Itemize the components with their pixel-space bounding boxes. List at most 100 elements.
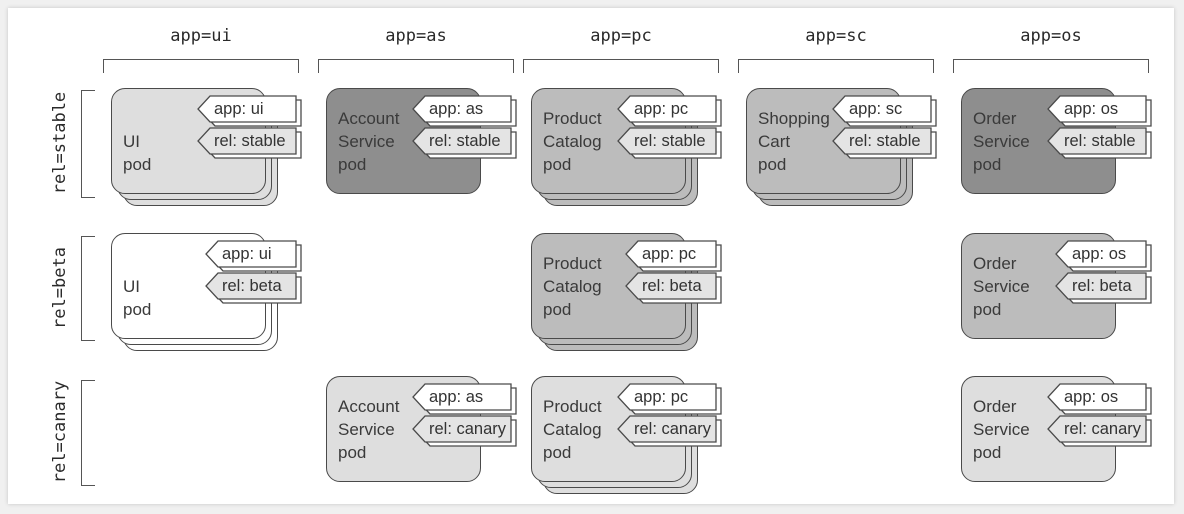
pod-name-line: UI pod <box>123 277 152 319</box>
tag-text: rel: stable <box>429 132 501 150</box>
tag-text: rel: stable <box>1064 132 1136 150</box>
rel-label-tag: rel: beta <box>1055 272 1152 304</box>
column-label-as: app=as <box>385 26 447 46</box>
row-label-beta: rel=beta <box>50 246 70 329</box>
pod-name-line: Account <box>338 396 400 416</box>
tag-text: rel: stable <box>849 132 921 150</box>
pod-name-line: pod <box>338 442 367 462</box>
tag-text: app: ui <box>222 245 272 263</box>
row-bracket-stable <box>81 90 95 198</box>
column-label-os: app=os <box>1020 26 1082 46</box>
pod-name-line: Account <box>338 108 400 128</box>
pod-name-line: Order <box>973 253 1017 273</box>
tag-text: rel: stable <box>634 132 706 150</box>
pod-name-line: Product <box>543 396 602 416</box>
tag-text: rel: canary <box>634 420 712 438</box>
pod-name-line: Catalog <box>543 131 602 151</box>
pod-name: UI pod <box>123 275 151 321</box>
tag-text: rel: stable <box>214 132 286 150</box>
pod-name-line: Shopping <box>758 108 830 128</box>
pod-name-line: pod <box>758 154 787 174</box>
app-label-tag: app: os <box>1047 383 1152 415</box>
app-label-tag: app: os <box>1055 240 1152 272</box>
rel-label-tag: rel: stable <box>617 127 722 159</box>
column-bracket-ui <box>103 59 299 73</box>
pod-name-line: Order <box>973 108 1017 128</box>
pod-name-line: Catalog <box>543 276 602 296</box>
rel-label-tag: rel: beta <box>205 272 302 304</box>
pod-name-line: Product <box>543 108 602 128</box>
tag-text: app: os <box>1064 388 1119 406</box>
pod-name-line: pod <box>543 299 572 319</box>
rel-label-tag: rel: stable <box>197 127 302 159</box>
pod-name-line: Service <box>973 131 1030 151</box>
app-label-tag: app: ui <box>197 95 302 127</box>
pod-name-line: Catalog <box>543 419 602 439</box>
tag-text: app: as <box>429 388 484 406</box>
tag-text: rel: beta <box>642 277 702 295</box>
app-label-tag: app: pc <box>625 240 722 272</box>
column-label-ui: app=ui <box>170 26 232 46</box>
pod-name-line: pod <box>338 154 367 174</box>
column-bracket-as <box>318 59 514 73</box>
column-bracket-pc <box>523 59 719 73</box>
rel-label-tag: rel: stable <box>1047 127 1152 159</box>
row-label-stable: rel=stable <box>50 91 70 195</box>
tag-text: rel: canary <box>1064 420 1142 438</box>
pod-name-line: Cart <box>758 131 791 151</box>
tag-text: app: pc <box>634 388 689 406</box>
pod-name: UI pod <box>123 130 151 176</box>
pod-name-line: Service <box>973 276 1030 296</box>
pod-name-line: Service <box>338 131 395 151</box>
tag-text: rel: canary <box>429 420 507 438</box>
tag-text: app: as <box>429 100 484 118</box>
pod-name-line: Product <box>543 253 602 273</box>
column-bracket-sc <box>738 59 934 73</box>
app-label-tag: app: pc <box>617 383 722 415</box>
pod-name-line: pod <box>973 442 1002 462</box>
pod-name-line: UI pod <box>123 132 152 174</box>
rel-label-tag: rel: canary <box>412 415 517 447</box>
app-label-tag: app: ui <box>205 240 302 272</box>
pod-name-line: pod <box>973 299 1002 319</box>
column-label-pc: app=pc <box>590 26 652 46</box>
tag-text: app: pc <box>634 100 689 118</box>
tag-text: app: os <box>1064 100 1119 118</box>
app-label-tag: app: as <box>412 383 517 415</box>
column-label-sc: app=sc <box>805 26 867 46</box>
row-bracket-beta <box>81 236 95 341</box>
rel-label-tag: rel: stable <box>832 127 937 159</box>
tag-text: app: sc <box>849 100 903 118</box>
rel-label-tag: rel: canary <box>617 415 722 447</box>
tag-text: app: pc <box>642 245 697 263</box>
tag-text: rel: beta <box>222 277 282 295</box>
pod-name-line: pod <box>543 154 572 174</box>
pod-name-line: Service <box>973 419 1030 439</box>
rel-label-tag: rel: stable <box>412 127 517 159</box>
pod-name-line: Order <box>973 396 1017 416</box>
rel-label-tag: rel: canary <box>1047 415 1152 447</box>
app-label-tag: app: sc <box>832 95 937 127</box>
pod-name-line: pod <box>973 154 1002 174</box>
pod-name-line: pod <box>543 442 572 462</box>
app-label-tag: app: as <box>412 95 517 127</box>
column-bracket-os <box>953 59 1149 73</box>
tag-text: rel: beta <box>1072 277 1132 295</box>
app-label-tag: app: pc <box>617 95 722 127</box>
pod-name-line: Service <box>338 419 395 439</box>
row-label-canary: rel=canary <box>50 380 70 484</box>
label-selector-diagram: app=ui app=as app=pc app=sc app=os rel=s… <box>8 8 1174 504</box>
rel-label-tag: rel: beta <box>625 272 722 304</box>
tag-text: app: ui <box>214 100 264 118</box>
tag-text: app: os <box>1072 245 1127 263</box>
row-bracket-canary <box>81 380 95 486</box>
